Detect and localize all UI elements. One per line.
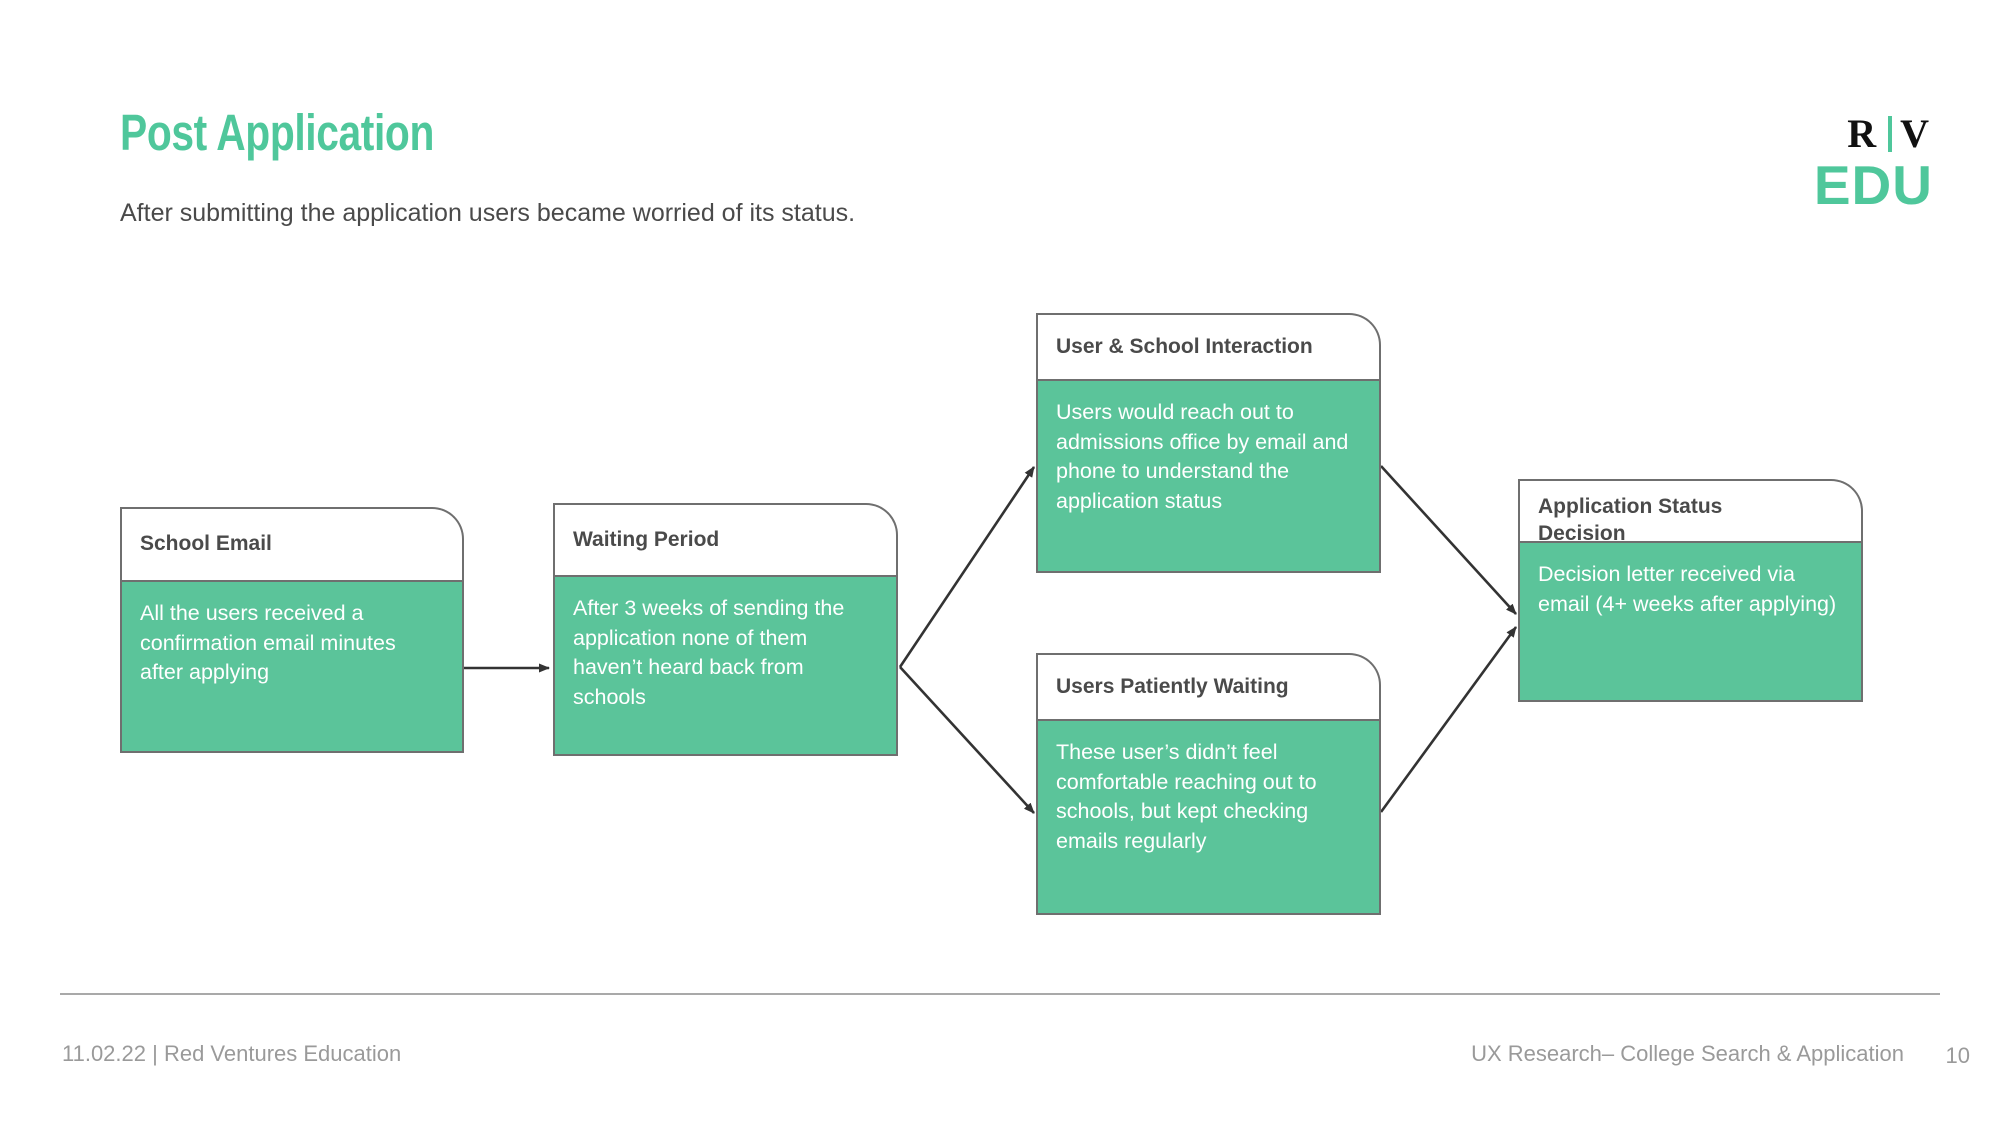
flow-node-users-patiently-waiting[interactable]: Users Patiently Waiting These user’s did… [1036,653,1381,915]
logo-letter-r: R [1847,111,1881,156]
flow-node-description: After 3 weeks of sending the application… [573,596,845,709]
flow-node-body: After 3 weeks of sending the application… [553,575,898,756]
flow-node-description: Decision letter received via email (4+ w… [1538,562,1837,616]
footer-meta-left: 11.02.22 | Red Ventures Education [62,1041,402,1066]
flow-node-header: Waiting Period [553,503,898,575]
flow-node-header: User & School Interaction [1036,313,1381,379]
flow-node-title: Waiting Period [573,527,720,551]
flow-node-body: Decision letter received via email (4+ w… [1518,541,1863,702]
flow-node-title: Users Patiently Waiting [1056,674,1289,698]
page-subtitle: After submitting the application users b… [120,199,856,227]
footer-page-number: 10 [1945,1043,1970,1068]
flow-node-school-email[interactable]: School Email All the users received a co… [120,507,464,753]
flow-node-application-status-decision[interactable]: Application Status Decision Decision let… [1518,479,1863,702]
flow-node-body: All the users received a confirmation em… [120,580,464,753]
footer-divider [60,993,1940,995]
flow-node-body: These user’s didn’t feel comfortable rea… [1036,719,1381,915]
logo-wordmark-edu: EDU [1813,154,1933,216]
flow-node-header: Application Status Decision [1518,479,1863,545]
flow-node-description: These user’s didn’t feel comfortable rea… [1056,740,1317,853]
flow-node-header: Users Patiently Waiting [1036,653,1381,719]
logo-divider-bar-icon [1888,116,1893,152]
arrow-users-patiently-waiting-to-application-status-decision [1379,626,1518,813]
flow-node-waiting-period[interactable]: Waiting Period After 3 weeks of sending … [553,503,898,756]
footer-meta-right: UX Research– College Search & Applicatio… [1471,1041,1904,1066]
arrow-waiting-period-to-user-school-interaction [898,466,1036,668]
logo-mark-rv: R V [1733,112,1933,156]
logo-letter-v: V [1900,111,1933,156]
flow-node-user-school-interaction[interactable]: User & School Interaction Users would re… [1036,313,1381,573]
page-title: Post Application [120,104,434,161]
flow-node-body: Users would reach out to admissions offi… [1036,379,1381,573]
flow-node-description: Users would reach out to admissions offi… [1056,400,1349,513]
flow-node-header: School Email [120,507,464,580]
rv-edu-logo: R V EDU [1733,112,1933,217]
flow-node-title: School Email [140,532,272,556]
arrow-user-school-interaction-to-application-status-decision [1380,465,1517,615]
flow-node-title: User & School Interaction [1056,334,1313,358]
flow-node-title: Application Status Decision [1538,495,1723,545]
flow-node-description: All the users received a confirmation em… [140,601,396,685]
arrow-waiting-period-to-users-patiently-waiting [899,666,1035,814]
